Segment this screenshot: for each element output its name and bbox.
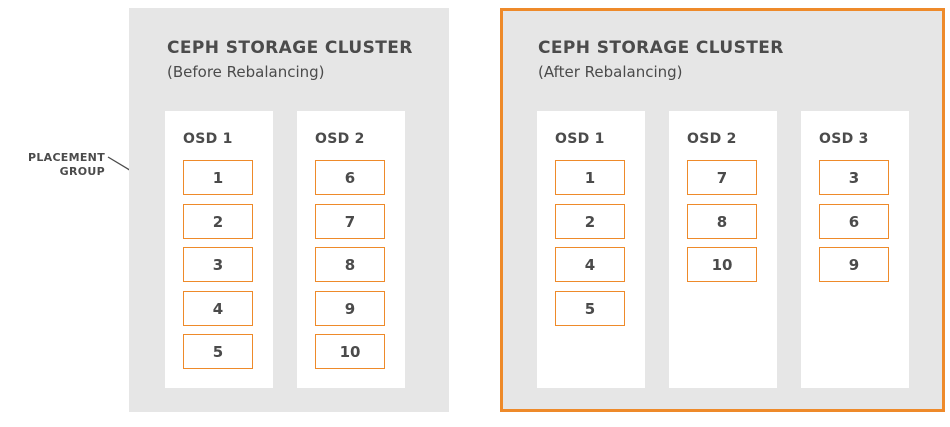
placement-group-box: 3 xyxy=(819,160,889,195)
osd-title: OSD 3 xyxy=(819,131,869,147)
cluster-subtitle: (After Rebalancing) xyxy=(538,63,683,81)
placement-group-box: 4 xyxy=(183,291,253,326)
placement-group-box: 1 xyxy=(555,160,625,195)
cluster-title: CEPH STORAGE CLUSTER xyxy=(167,38,413,58)
placement-group-box: 7 xyxy=(315,204,385,239)
placement-group-box: 3 xyxy=(183,247,253,282)
placement-group-box: 7 xyxy=(687,160,757,195)
osd-3-after: OSD 3 3 6 9 xyxy=(801,111,909,388)
osd-1-before: OSD 1 1 2 3 4 5 xyxy=(165,111,273,388)
placement-group-box: 6 xyxy=(819,204,889,239)
placement-group-box: 6 xyxy=(315,160,385,195)
osd-2-before: OSD 2 6 7 8 9 10 xyxy=(297,111,405,388)
placement-group-box: 5 xyxy=(183,334,253,369)
cluster-before-rebalancing: CEPH STORAGE CLUSTER (Before Rebalancing… xyxy=(129,8,449,412)
placement-group-box: 10 xyxy=(315,334,385,369)
placement-group-box: 10 xyxy=(687,247,757,282)
placement-group-box: 4 xyxy=(555,247,625,282)
placement-group-label: PLACEMENT GROUP xyxy=(0,151,105,179)
osd-title: OSD 1 xyxy=(183,131,233,147)
placement-group-box: 8 xyxy=(315,247,385,282)
placement-label-line2: GROUP xyxy=(59,165,105,178)
placement-group-box: 8 xyxy=(687,204,757,239)
osd-title: OSD 2 xyxy=(687,131,737,147)
osd-1-after: OSD 1 1 2 4 5 xyxy=(537,111,645,388)
placement-group-box: 2 xyxy=(183,204,253,239)
placement-group-box: 9 xyxy=(315,291,385,326)
placement-label-line1: PLACEMENT xyxy=(27,151,105,164)
osd-title: OSD 2 xyxy=(315,131,365,147)
cluster-title: CEPH STORAGE CLUSTER xyxy=(538,38,784,58)
osd-2-after: OSD 2 7 8 10 xyxy=(669,111,777,388)
cluster-subtitle: (Before Rebalancing) xyxy=(167,63,325,81)
cluster-after-rebalancing: CEPH STORAGE CLUSTER (After Rebalancing)… xyxy=(500,8,945,412)
placement-group-box: 2 xyxy=(555,204,625,239)
placement-group-box: 5 xyxy=(555,291,625,326)
osd-title: OSD 1 xyxy=(555,131,605,147)
placement-group-box: 9 xyxy=(819,247,889,282)
placement-group-box: 1 xyxy=(183,160,253,195)
